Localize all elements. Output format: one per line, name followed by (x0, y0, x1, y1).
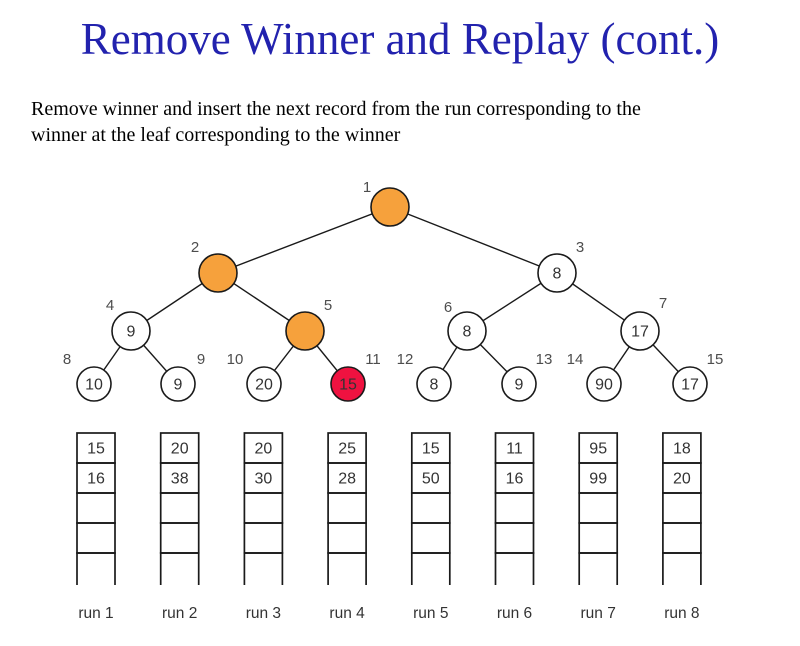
run-2-cell-value-1: 20 (171, 441, 189, 458)
run-8-cell-open (662, 552, 702, 585)
run-label-4: run 4 (329, 605, 365, 622)
tree-node-14 (586, 366, 622, 402)
run-5-cell-value-1: 15 (422, 441, 440, 458)
subtitle-line-1: Remove winner and insert the next record… (31, 98, 641, 120)
tree-node-value-9: 9 (174, 377, 183, 394)
run-3-cell-value-2: 30 (255, 471, 273, 488)
run-5-cell-3 (410, 492, 451, 524)
run-8-cell-value-2: 20 (673, 471, 691, 488)
tree-node-index-6: 6 (444, 299, 452, 316)
run-1-cell-3 (76, 492, 116, 524)
run-2-cell-3 (159, 492, 200, 524)
tree-node-value-14: 90 (595, 377, 613, 394)
run-label-3: run 3 (246, 605, 281, 622)
run-2-cell-value-2: 38 (171, 471, 189, 488)
run-label-5: run 5 (413, 605, 448, 622)
tree-node-index-10: 10 (227, 351, 244, 368)
run-2-cell-4 (159, 522, 200, 554)
tree-node-index-5: 5 (324, 297, 332, 314)
run-label-1: run 1 (78, 605, 113, 622)
tree-node-index-8: 8 (63, 351, 71, 368)
run-6-cell-value-1: 11 (506, 441, 523, 458)
run-label-8: run 8 (664, 605, 699, 622)
tree-node-5 (285, 311, 325, 351)
run-4-cell-3 (327, 492, 367, 524)
tree-node-index-11: 11 (365, 351, 381, 368)
run-6-cell-value-2: 16 (506, 471, 524, 488)
tree-node-3 (537, 253, 577, 293)
tree-node-index-4: 4 (106, 297, 114, 314)
tree-node-index-9: 9 (197, 351, 205, 368)
tree-node-value-10: 20 (255, 377, 273, 394)
run-1-cell-value-2: 16 (87, 471, 105, 488)
tree-node-index-2: 2 (191, 239, 199, 256)
run-1-cell-4 (76, 522, 116, 554)
run-3-cell-open (243, 552, 284, 585)
run-6-cell-3 (494, 492, 535, 524)
run-7-cell-value-2: 99 (589, 471, 607, 488)
tree-node-4 (111, 311, 151, 351)
tree-node-index-7: 7 (659, 295, 667, 312)
run-4-cell-open (327, 552, 367, 585)
run-8-cell-4 (662, 522, 702, 554)
tree-node-value-6: 8 (463, 324, 472, 341)
run-1-cell-open (76, 552, 116, 585)
tree-node-value-12: 8 (430, 377, 439, 394)
tree-node-11 (330, 366, 366, 402)
tree-node-2 (198, 253, 238, 293)
run-7-cell-open (578, 552, 619, 585)
run-6-cell-4 (494, 522, 535, 554)
run-7-cell-4 (578, 522, 619, 554)
run-5-cell-open (410, 552, 451, 585)
tree-node-value-8: 10 (85, 377, 103, 394)
tree-node-1 (370, 187, 410, 227)
run-5-cell-value-2: 50 (422, 471, 440, 488)
tree-node-15 (672, 366, 708, 402)
subtitle-line-2: winner at the leaf corresponding to the … (31, 124, 401, 147)
run-label-6: run 6 (497, 605, 532, 622)
tree-node-index-15: 15 (707, 351, 724, 368)
tree-node-index-12: 12 (397, 351, 414, 368)
tree-node-value-4: 9 (127, 324, 136, 341)
run-2-cell-open (159, 552, 200, 585)
tree-node-index-13: 13 (536, 351, 553, 368)
tree-node-index-3: 3 (576, 239, 584, 256)
tree-node-7 (620, 311, 660, 351)
run-5-cell-4 (410, 522, 451, 554)
slide-title: Remove Winner and Replay (cont.) (80, 14, 720, 64)
tree-node-value-15: 17 (681, 377, 699, 394)
run-8-cell-3 (662, 492, 702, 524)
tree-node-index-14: 14 (567, 351, 584, 368)
run-8-cell-value-1: 18 (673, 441, 691, 458)
tree-node-6 (447, 311, 487, 351)
tree-node-value-13: 9 (515, 377, 524, 394)
tree-node-10 (246, 366, 282, 402)
tree-node-value-7: 17 (631, 324, 649, 341)
run-7-cell-value-1: 95 (589, 441, 607, 458)
run-1-cell-value-1: 15 (87, 441, 105, 458)
run-7-cell-3 (578, 492, 619, 524)
tree-node-index-1: 1 (363, 179, 371, 196)
tree-edge-1-2 (217, 206, 391, 274)
run-label-2: run 2 (162, 605, 197, 622)
slide-subtitle: Remove winner and insert the next record… (31, 96, 776, 149)
tree-node-value-11: 15 (339, 377, 357, 394)
tree-node-12 (416, 366, 452, 402)
tree-edge-1-3 (389, 206, 558, 274)
run-4-cell-value-2: 28 (338, 471, 356, 488)
run-label-7: run 7 (581, 605, 616, 622)
run-3-cell-value-1: 20 (255, 441, 273, 458)
run-3-cell-3 (243, 492, 284, 524)
tree-node-8 (76, 366, 112, 402)
tree-node-value-3: 8 (553, 266, 562, 283)
tree-node-9 (160, 366, 196, 402)
run-6-cell-open (494, 552, 535, 585)
run-4-cell-value-1: 25 (338, 441, 356, 458)
tree-node-13 (501, 366, 537, 402)
run-3-cell-4 (243, 522, 284, 554)
run-4-cell-4 (327, 522, 367, 554)
